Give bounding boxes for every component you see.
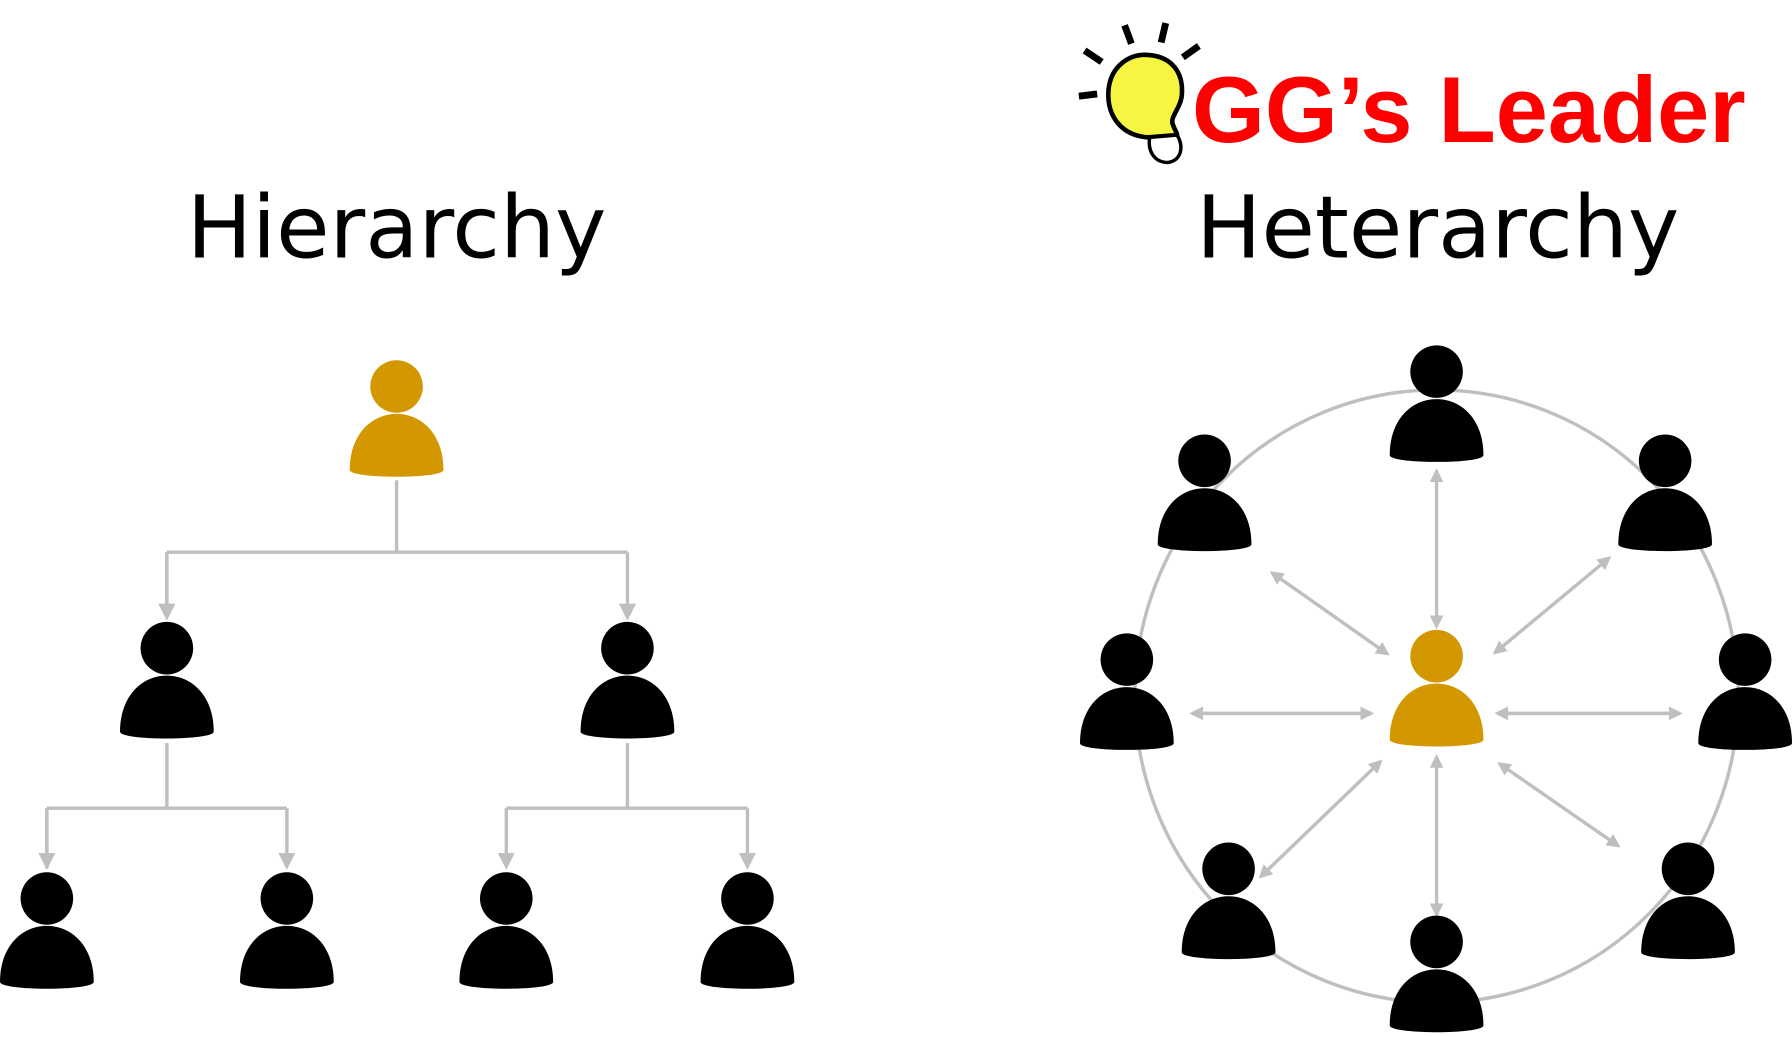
arrow-upper-left	[1269, 571, 1390, 656]
person-body	[1618, 488, 1712, 552]
person-head	[140, 621, 194, 675]
hierarchy-manager-person-icon	[120, 621, 214, 739]
heterarchy-member-person-icon	[1618, 434, 1712, 552]
person-head	[1178, 434, 1231, 488]
hierarchy-member-person-icon	[0, 872, 94, 989]
heterarchy-member-person-icon	[1698, 633, 1792, 750]
person-head	[1718, 633, 1772, 686]
heterarchy-member-person-icon	[1181, 842, 1276, 960]
person-body	[349, 413, 444, 477]
heterarchy-member-person-icon	[1641, 842, 1735, 960]
person-head	[601, 621, 654, 675]
person-body	[120, 675, 214, 739]
person-head	[1661, 842, 1715, 896]
logo: GG’s Leader	[1078, 22, 1746, 165]
hierarchy-connectors	[38, 480, 756, 870]
person-head	[1638, 434, 1692, 488]
hierarchy-member-person-icon	[459, 872, 554, 989]
person-head	[1100, 633, 1154, 686]
person-head	[20, 872, 74, 925]
person-head	[1202, 842, 1255, 896]
person-body	[240, 925, 334, 989]
person-head	[1410, 345, 1463, 398]
heterarchy-leader-person-icon	[1389, 629, 1484, 747]
arrow-upper-right	[1492, 556, 1612, 655]
person-body	[1157, 488, 1252, 552]
person-body	[459, 925, 554, 989]
heterarchy-title: Heterarchy	[1196, 177, 1679, 278]
lightbulb-icon	[1078, 22, 1201, 165]
person-body	[580, 675, 675, 739]
person-body	[1641, 896, 1735, 960]
person-body	[0, 925, 94, 989]
hierarchy-title: Hierarchy	[187, 177, 607, 278]
person-head	[370, 360, 423, 413]
person-head	[1410, 629, 1463, 683]
person-body	[1389, 969, 1484, 1033]
hierarchy-leader-person-icon	[349, 360, 444, 477]
person-body	[700, 925, 795, 989]
person-head	[1410, 915, 1463, 969]
hierarchy-member-person-icon	[700, 872, 795, 989]
heterarchy-member-person-icon	[1157, 434, 1252, 552]
heterarchy-arrows	[1189, 468, 1683, 918]
person-head	[721, 872, 774, 925]
person-head	[260, 872, 314, 925]
person-body	[1698, 687, 1792, 750]
hierarchy-member-person-icon	[240, 872, 334, 989]
person-head	[480, 872, 533, 925]
heterarchy-member-person-icon	[1389, 915, 1484, 1033]
arrow-lower-left	[1258, 759, 1383, 879]
person-body	[1181, 896, 1276, 960]
person-body	[1389, 399, 1484, 462]
heterarchy-member-person-icon	[1389, 345, 1484, 462]
logo-text: GG’s Leader	[1192, 57, 1746, 162]
hierarchy-manager-person-icon	[580, 621, 675, 739]
arrow-lower-right	[1497, 762, 1621, 848]
heterarchy-member-person-icon	[1080, 633, 1174, 750]
person-body	[1080, 687, 1174, 750]
person-body	[1389, 683, 1484, 747]
